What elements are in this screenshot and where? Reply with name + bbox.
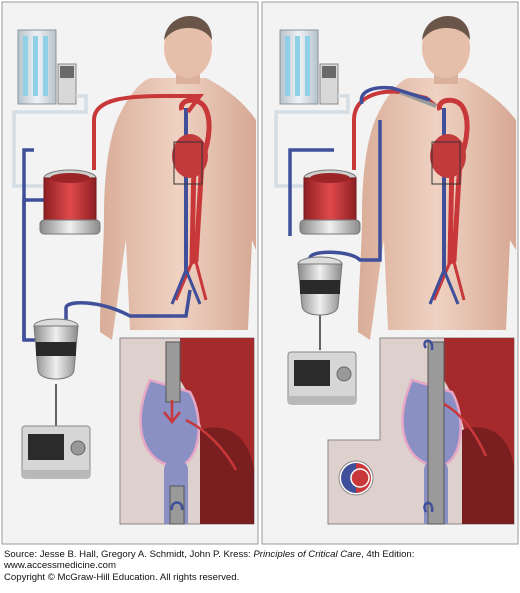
ecmo-diagram [1, 1, 519, 545]
right-panel-vv-ecmo [261, 1, 519, 545]
gas-line [12, 94, 88, 188]
heart-detail-inset-right [327, 337, 515, 525]
heart-right [430, 134, 466, 178]
caption-url[interactable]: www.accessmedicine.com [4, 560, 116, 572]
caption-copyright: Copyright © McGraw-Hill Education. All r… [4, 571, 240, 583]
return-line-arterial [92, 94, 204, 170]
caption-source-line: Source: Jesse B. Hall, Gregory A. Schmid… [4, 549, 516, 560]
oxygenator [39, 169, 101, 235]
patient-figure [100, 16, 256, 340]
console-monitor [21, 425, 91, 479]
heart [172, 134, 208, 178]
patient-figure-right [358, 16, 516, 340]
pump-to-oxygenator-line [22, 148, 34, 340]
gas-blender [17, 29, 77, 105]
caption-book-title: Principles of Critical Care [253, 549, 362, 560]
caption-source: Source: Jesse B. Hall, Gregory A. Schmid… [4, 549, 254, 560]
heart-detail-inset [119, 337, 255, 525]
figure-caption: Source: Jesse B. Hall, Gregory A. Schmid… [4, 549, 516, 583]
left-panel-va-ecmo [1, 1, 259, 545]
venous-line-right [288, 85, 431, 262]
gas-blender-right [279, 29, 339, 105]
oxygenator-right [299, 169, 361, 235]
blood-pump [33, 318, 79, 380]
gas-line-right [274, 94, 350, 188]
console-monitor-right [287, 351, 357, 405]
dual-lumen-cannula [399, 90, 437, 108]
heart-callout-box-right [431, 141, 461, 185]
caption-edition: , 4th Edition: [361, 549, 415, 560]
heart-callout-box [173, 141, 203, 185]
blood-pump-right [297, 256, 343, 316]
dual-lumen-cannula-icon [338, 460, 374, 496]
